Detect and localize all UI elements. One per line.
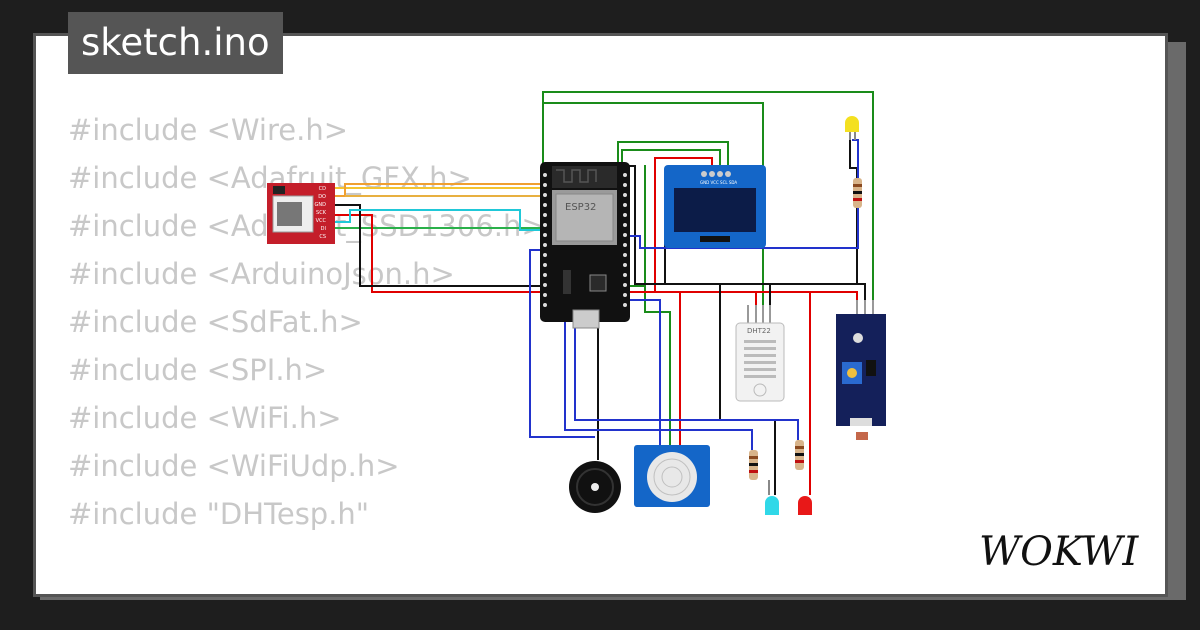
code-line: #include "DHTesp.h"	[68, 497, 370, 531]
code-line: #include <Wire.h>	[68, 113, 349, 147]
wire-black	[849, 140, 858, 284]
code-line-cut: #define SCREEN_WIDTH 128 // OLED display…	[68, 584, 944, 594]
code-line: #include <WiFiUdp.h>	[68, 449, 400, 483]
dht22-sensor[interactable]: DHT22	[735, 305, 785, 402]
oled-display[interactable]: GND VCC SCL SDA	[664, 165, 766, 248]
resistor	[853, 178, 862, 208]
red-led[interactable]	[798, 496, 812, 515]
wire-green	[628, 285, 671, 445]
yellow-led[interactable]	[845, 116, 859, 140]
sd-pin-label: SCK	[316, 210, 327, 216]
ldr-sensor-module[interactable]	[836, 300, 886, 440]
wire-blue	[529, 249, 595, 438]
dht-label: DHT22	[747, 327, 771, 335]
oled-pin-labels: GND VCC SCL SDA	[700, 180, 737, 185]
pir-motion-sensor[interactable]	[634, 445, 710, 507]
code-line: #include <Adafruit_SSD1306.h>	[68, 209, 546, 243]
esp32-label: ESP32	[565, 202, 596, 213]
wire-red	[325, 214, 540, 293]
resistor	[795, 440, 804, 470]
wire-black	[325, 204, 540, 287]
sd-pin-label: CD	[319, 186, 326, 192]
wire-black	[629, 165, 866, 315]
code-line: #include <Adafruit_GFX.h>	[68, 161, 472, 195]
wokwi-logo: WOKWI	[979, 529, 1139, 575]
sd-card-module[interactable]: CD DO GND SCK VCC DI CS	[267, 183, 335, 244]
code-line: #include <SdFat.h>	[68, 305, 363, 339]
buzzer[interactable]	[569, 461, 621, 513]
wire-blue	[625, 299, 661, 445]
sd-pin-label: DI	[321, 226, 326, 232]
resistor	[749, 450, 758, 480]
file-title: sketch.ino	[68, 12, 283, 74]
wire-cyan	[325, 209, 540, 231]
wokwi-wordmark: WOKWI	[979, 529, 1139, 575]
code-line: #include <SPI.h>	[68, 353, 328, 387]
code-line: #include <WiFi.h>	[68, 401, 342, 435]
code-preview: #include <Wire.h> #include <Adafruit_GFX…	[68, 106, 944, 594]
sd-pin-label: GND	[315, 202, 327, 208]
sd-pin-label: CS	[319, 234, 326, 240]
esp32-board[interactable]: ESP32	[540, 162, 630, 329]
sd-pin-label: VCC	[316, 218, 327, 224]
sd-pin-label: DO	[318, 194, 326, 200]
cyan-led[interactable]	[765, 480, 779, 515]
